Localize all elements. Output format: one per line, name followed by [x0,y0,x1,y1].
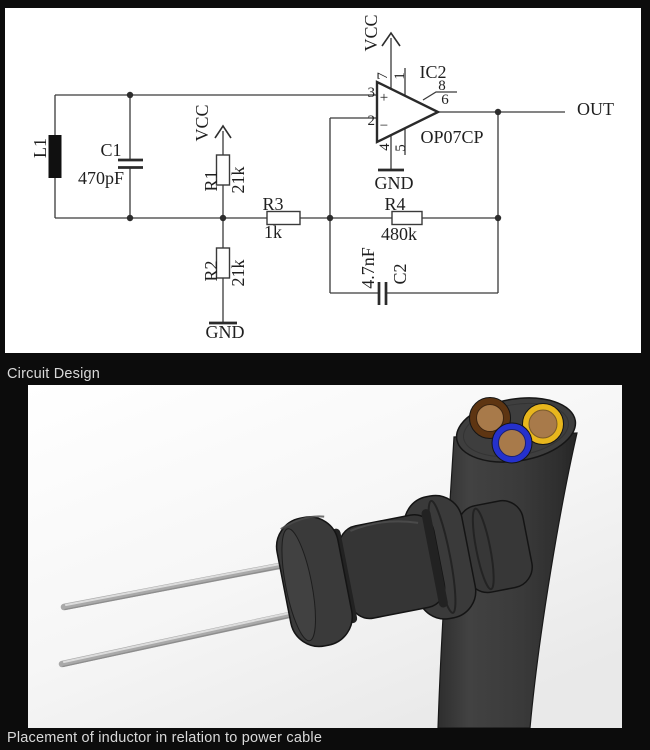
opamp-plus-input: + [380,90,388,106]
left-flange-face [281,528,316,642]
capacitor-c1: C1 470pF [78,140,143,188]
resistor-r3: R3 1k [262,194,301,242]
resistor-r2: R2 21k [201,247,248,287]
inductor-lead-top [60,559,299,611]
capacitor-c2: 4.7nF C2 [358,247,410,305]
cable-wire-blue [491,422,533,464]
inductor-l1: L1 [30,135,62,178]
inductor-lead-bottom [58,607,312,668]
gnd-left-label: GND [206,322,245,342]
neck-ridge [471,507,495,591]
inductor-render [28,385,622,728]
opamp-ic2: + − 3 2 7 1 8 6 4 5 IC2 OP07CP [368,62,484,152]
out-label: OUT [577,99,614,119]
pin-3-label: 3 [368,85,376,101]
gnd-opamp-label: GND [375,173,414,193]
resistor-r4: R4 480k [381,194,423,244]
inductor-leads [58,559,312,668]
pin-2-label: 2 [368,113,376,129]
circuit-schematic: L1 C1 470pF VCC R1 21k R2 21k GND R3 1k … [30,14,614,342]
cable-wire-yellow [522,403,564,445]
r1-label: R1 [201,170,221,191]
ic2-part-label: OP07CP [420,127,483,147]
junction-dots [126,91,502,222]
r2-label: R2 [201,260,221,281]
pin-8-label: 8 [438,78,446,94]
vcc-left-label: VCC [192,104,212,141]
opamp-minus-input: − [380,118,388,134]
r4-value: 480k [381,224,417,244]
vcc-opamp-label: VCC [361,14,381,51]
c2-value: 4.7nF [358,247,378,289]
blue-wire-core [498,429,526,457]
r3-value: 1k [264,222,282,242]
c2-label: C2 [390,263,410,284]
r3-label: R3 [262,194,283,214]
brown-wire-core [476,404,504,432]
caption-placement: Placement of inductor in relation to pow… [7,730,323,746]
l1-symbol [48,135,62,178]
inductor-photo-image[interactable] [28,385,622,728]
pin-1-label: 1 [392,72,408,80]
r2-value: 21k [228,260,248,287]
yellow-wire-core [528,409,558,439]
flange-highlight [280,515,325,530]
vcc-supply-left: VCC [192,104,232,142]
pin-5-label: 5 [393,144,409,152]
groove-right [421,509,448,608]
pin-6-label: 6 [441,92,449,108]
c1-value: 470pF [78,168,124,188]
ground-opamp: GND [375,168,414,193]
pin-4-label: 4 [377,143,393,151]
ground-left: GND [206,321,245,342]
inductor-body [275,494,533,648]
pin-7-label: 7 [375,72,391,80]
c1-label: C1 [100,140,121,160]
ic2-ref-label: IC2 [420,62,447,82]
circuit-schematic-image[interactable]: L1 C1 470pF VCC R1 21k R2 21k GND R3 1k … [5,8,641,353]
r4-label: R4 [384,194,405,214]
vcc-supply-opamp: VCC [361,14,401,52]
schematic-wires [54,38,565,323]
l1-label: L1 [30,138,50,158]
opamp-triangle [375,80,441,144]
caption-circuit-design: Circuit Design [7,366,101,382]
resistor-r1: R1 21k [201,154,248,194]
core-highlight [349,520,419,532]
r1-value: 21k [228,167,248,194]
